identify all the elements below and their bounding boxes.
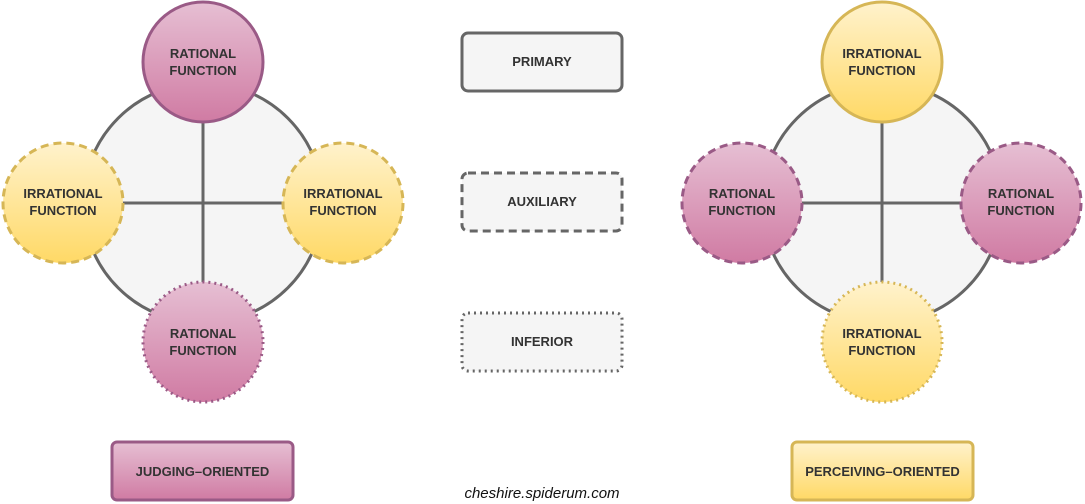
left-node-left: IRRATIONAL FUNCTION — [1, 141, 125, 265]
node-label-line1: RATIONAL — [709, 186, 775, 201]
node-label-line2: FUNCTION — [848, 343, 915, 358]
node-label-line1: IRRATIONAL — [23, 186, 102, 201]
legend-auxiliary-label: AUXILIARY — [507, 194, 577, 209]
perceiving-diagram: IRRATIONAL FUNCTION RATIONAL FUNCTION RA… — [680, 0, 1083, 502]
watermark: cheshire.spiderum.com — [464, 485, 619, 502]
left-node-top: RATIONAL FUNCTION — [141, 0, 265, 124]
legend-auxiliary: AUXILIARY — [460, 171, 624, 233]
node-label-line2: FUNCTION — [309, 203, 376, 218]
right-node-top: IRRATIONAL FUNCTION — [820, 0, 944, 124]
node-label-line2: FUNCTION — [987, 203, 1054, 218]
node-label-line1: IRRATIONAL — [842, 46, 921, 61]
node-label-line1: RATIONAL — [170, 46, 236, 61]
left-node-bottom: RATIONAL FUNCTION — [141, 280, 265, 404]
right-node-right: RATIONAL FUNCTION — [959, 141, 1083, 265]
legend-inferior-label: INFERIOR — [511, 334, 574, 349]
node-label-line2: FUNCTION — [708, 203, 775, 218]
node-label-line1: RATIONAL — [170, 326, 236, 341]
perceiving-caption: PERCEIVING–ORIENTED — [805, 464, 960, 479]
right-node-left: RATIONAL FUNCTION — [680, 141, 804, 265]
legend: PRIMARY AUXILIARY INFERIOR — [460, 31, 624, 373]
right-node-bottom: IRRATIONAL FUNCTION — [820, 280, 944, 404]
node-label-line2: FUNCTION — [29, 203, 96, 218]
judging-caption: JUDGING–ORIENTED — [136, 464, 270, 479]
legend-primary-label: PRIMARY — [512, 54, 572, 69]
node-label-line1: IRRATIONAL — [842, 326, 921, 341]
perceiving-caption-box: PERCEIVING–ORIENTED — [790, 440, 975, 502]
legend-inferior: INFERIOR — [460, 311, 624, 373]
judging-caption-box: JUDGING–ORIENTED — [110, 440, 295, 502]
node-label-line1: IRRATIONAL — [303, 186, 382, 201]
node-label-line2: FUNCTION — [169, 343, 236, 358]
left-node-right: IRRATIONAL FUNCTION — [281, 141, 405, 265]
node-label-line2: FUNCTION — [169, 63, 236, 78]
node-label-line1: RATIONAL — [988, 186, 1054, 201]
legend-primary: PRIMARY — [460, 31, 624, 93]
node-label-line2: FUNCTION — [848, 63, 915, 78]
judging-diagram: RATIONAL FUNCTION IRRATIONAL FUNCTION IR… — [1, 0, 405, 502]
